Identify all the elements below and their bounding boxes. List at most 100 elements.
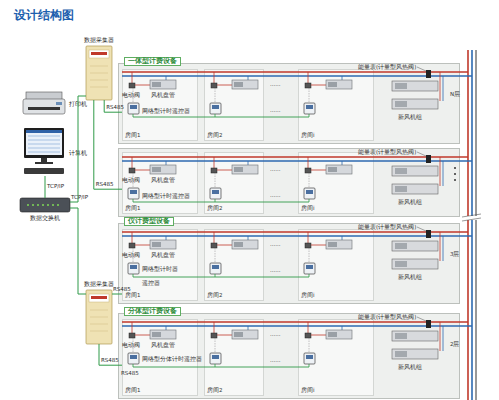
device-name: 数据采集器 (84, 281, 114, 288)
group-heading: 仪计费型设备 (124, 217, 174, 226)
branch-pipe (135, 245, 150, 246)
room-name: 房间i (301, 132, 315, 139)
screen-row (28, 148, 60, 149)
fan-coil-unit (232, 165, 258, 174)
electric-valve (129, 333, 135, 338)
part-label: 3层 (450, 251, 460, 257)
return-drop (166, 161, 167, 165)
unit-supply (440, 72, 441, 101)
continuation-dot (454, 179, 456, 181)
controller-screen (130, 355, 137, 359)
rs485-bus (133, 117, 309, 118)
drop-pipe (132, 157, 133, 168)
bus-label: TCP/IP (71, 194, 88, 200)
room-controller (128, 103, 139, 114)
switch-illustration (20, 198, 70, 212)
drop-pipe (308, 157, 309, 168)
branch-pipe (311, 245, 326, 246)
screen-header (26, 130, 62, 133)
rs485-drop (215, 199, 216, 202)
supply-pipe (122, 71, 468, 72)
fan-coil-grille (152, 332, 161, 337)
drop-pipe (214, 157, 215, 168)
branch-pipe (217, 170, 232, 171)
part-label: 能量表(计量型风热阀) (358, 149, 416, 155)
unit-supply (440, 322, 441, 351)
part-label: ...... (270, 331, 281, 337)
rs485-drop (215, 114, 216, 117)
continuation-dot (454, 167, 456, 169)
unit-return (443, 326, 444, 351)
fan-coil-unit (232, 80, 258, 89)
bus-label: TCP/IP (47, 183, 64, 189)
part-label: ...... (270, 241, 281, 247)
part-label: ...... (270, 166, 281, 172)
fan-coil-unit (150, 330, 176, 339)
return-drop (166, 236, 167, 240)
return-drop (342, 161, 343, 165)
fan-coil-grille (234, 167, 243, 172)
data-collector-node: 数据采集器 (86, 290, 112, 344)
return-drop (248, 236, 249, 240)
room-box: 房间2 (204, 229, 264, 301)
part-label: 能量表(计量型风热阀) (358, 64, 416, 70)
signal-line (70, 96, 86, 202)
part-label: 新风机组 (398, 274, 422, 280)
room-box: 房间2 (204, 319, 264, 396)
room-box: 房间i (298, 69, 374, 141)
printer-panel (56, 102, 62, 105)
return-drop (342, 76, 343, 80)
fresh-air-unit (392, 81, 438, 91)
fan-coil-unit (232, 240, 258, 249)
diagram-title: 设计结构图 (14, 8, 74, 22)
room-controller (210, 353, 221, 364)
branch-pipe (135, 170, 150, 171)
computer-node: 计算机 (22, 128, 66, 176)
controller-screen (306, 265, 313, 269)
unit-supply (440, 157, 441, 186)
rs485-drop (309, 274, 310, 277)
rs485-bus (133, 202, 309, 203)
part-label: 风机盘管 (151, 342, 175, 348)
fan-coil-grille (234, 82, 243, 87)
return-pipe (122, 325, 472, 326)
equipment-group: 仪计费型设备房间1房间2房间i (118, 217, 460, 304)
controller-screen (306, 355, 313, 359)
return-riser (471, 50, 473, 400)
return-drop (166, 76, 167, 80)
fan-coil-grille (234, 242, 243, 247)
controller-screen (130, 190, 137, 194)
control-wire (309, 88, 310, 103)
computer-illustration (22, 128, 66, 176)
drop-pipe (214, 72, 215, 83)
fan-coil-unit (150, 80, 176, 89)
room-name: 房间2 (207, 205, 223, 212)
port-light (52, 204, 54, 206)
printer-node: 打印机 (22, 90, 66, 116)
drop-pipe (132, 72, 133, 83)
collector-vent (90, 317, 108, 318)
part-label: 电动阀 (122, 342, 140, 348)
room-box: 房间2 (204, 152, 264, 214)
collector-vent (90, 310, 108, 311)
return-pipe (122, 160, 472, 161)
return-drop (248, 161, 249, 165)
fresh-air-unit (392, 99, 438, 109)
part-label: 2层 (450, 341, 460, 347)
device-name: 数据交换机 (30, 214, 60, 221)
controller-screen (130, 105, 137, 109)
part-label: 能量表(计量型风热阀) (358, 314, 416, 320)
printer-illustration (22, 90, 66, 116)
port-light (42, 204, 44, 206)
screen-row (28, 144, 60, 145)
fan-coil-unit (326, 330, 352, 339)
part-label: 遥控器 (142, 280, 160, 286)
fan-coil-unit (326, 165, 352, 174)
rs485-bus (133, 277, 309, 278)
drop-pipe (132, 322, 133, 333)
control-wire (133, 248, 134, 263)
unit-return (443, 76, 444, 101)
room-controller (304, 353, 315, 364)
